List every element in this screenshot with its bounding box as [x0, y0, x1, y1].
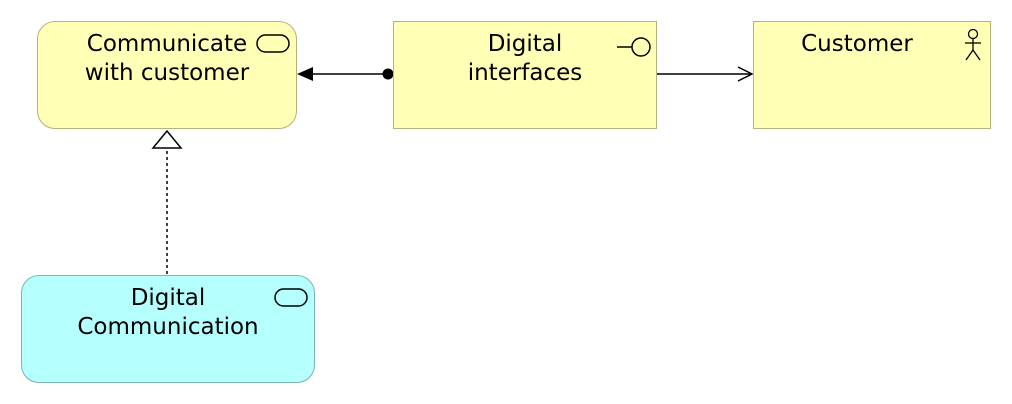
service-icon	[274, 288, 308, 307]
assignment-arrowhead	[297, 67, 313, 81]
assignment-source-dot	[382, 68, 394, 80]
node-label: Customer	[801, 31, 913, 57]
serving-arrowhead	[737, 66, 754, 82]
assignment-connector[interactable]	[297, 67, 394, 81]
interface-icon	[617, 37, 651, 57]
service-icon	[256, 34, 290, 53]
node-label: Digital interfaces	[467, 31, 583, 86]
node-label: Digital Communication	[77, 285, 259, 340]
customer-node[interactable]: Customer	[753, 21, 991, 129]
serving-connector[interactable]	[657, 66, 754, 82]
digital-interfaces-node[interactable]: Digital interfaces	[393, 21, 657, 129]
node-label: Communicate with customer	[84, 31, 250, 86]
realization-connector[interactable]	[151, 129, 183, 274]
actor-icon	[965, 28, 981, 61]
realization-arrowhead	[151, 129, 183, 149]
digital-communication-node[interactable]: Digital Communication	[21, 275, 315, 383]
communicate-with-customer-node[interactable]: Communicate with customer	[37, 21, 297, 129]
